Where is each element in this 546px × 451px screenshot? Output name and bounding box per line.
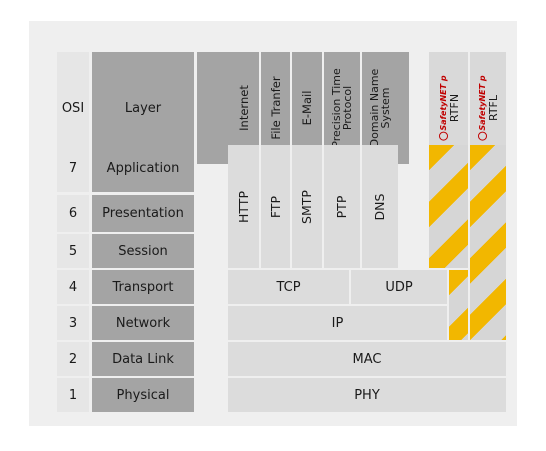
layer-name: Application <box>106 161 180 176</box>
mac-cell: MAC <box>228 342 506 376</box>
ip-label: IP <box>331 315 344 331</box>
osi-num-5: 5 <box>57 234 89 268</box>
ptp-cell: PTP <box>324 145 360 268</box>
smtp-label: SMTP <box>299 189 314 224</box>
osi-num-3: 3 <box>57 306 89 340</box>
phy-cell: PHY <box>228 378 506 412</box>
layer-application: Application <box>92 145 194 192</box>
osi-num-4: 4 <box>57 270 89 304</box>
layer-physical: Physical <box>92 378 194 412</box>
osi-number: 4 <box>68 279 78 295</box>
internet-header-label: Internet <box>236 85 251 131</box>
udp-label: UDP <box>385 279 413 295</box>
osi-number: 6 <box>68 206 78 221</box>
tcp-cell: TCP <box>228 270 349 304</box>
layer-name: Data Link <box>112 351 174 367</box>
dns-label: DNS <box>372 193 387 220</box>
rtfl-stripe-column <box>470 145 506 340</box>
email-header-label: E-Mail <box>300 90 314 126</box>
ftp-cell: FTP <box>261 145 290 268</box>
osi-number: 2 <box>68 351 78 367</box>
osi-num-1: 1 <box>57 378 89 412</box>
layer-session: Session <box>92 234 194 268</box>
layer-name: Session <box>118 243 168 259</box>
layer-name: Presentation <box>102 206 184 221</box>
osi-num-6: 6 <box>57 195 89 232</box>
osi-number: 5 <box>68 243 78 259</box>
mac-label: MAC <box>352 351 382 367</box>
layer-network: Network <box>92 306 194 340</box>
ptp-label: PTP <box>334 195 349 218</box>
osi-num-7: 7 <box>57 145 89 192</box>
rtfn-stripe-lower <box>449 270 468 340</box>
dns-cell: DNS <box>362 145 398 268</box>
ptp-header-label: Precision Time Protocol <box>330 68 354 148</box>
layer-name: Transport <box>112 279 174 295</box>
layer-transport: Transport <box>92 270 194 304</box>
http-label: HTTP <box>235 190 251 223</box>
tcp-label: TCP <box>276 279 301 295</box>
udp-cell: UDP <box>351 270 447 304</box>
rtfl-header-label: SafetyNET p RTFL <box>477 75 500 141</box>
rtfn-label: RTFN <box>447 93 461 123</box>
rtfn-stripe-column <box>429 145 468 268</box>
http-cell: HTTP <box>228 145 259 268</box>
phy-label: PHY <box>354 387 380 403</box>
ptp-header-line2: Protocol <box>341 85 354 131</box>
layer-name: Physical <box>116 387 170 403</box>
ftp-label: FTP <box>267 195 283 218</box>
rtfn-header-label: SafetyNET p RTFN <box>438 75 461 141</box>
dns-header-label: Domain Name System <box>368 69 392 148</box>
ip-cell: IP <box>228 306 447 340</box>
dns-header-line2: System <box>379 87 392 129</box>
layer-data-link: Data Link <box>92 342 194 376</box>
rtfl-label: RTFL <box>487 94 500 122</box>
layer-header-label: Layer <box>124 100 162 116</box>
osi-model-panel: OSI Layer Internet File Tranfer E-Mail P… <box>29 21 517 426</box>
osi-header-label: OSI <box>61 100 85 116</box>
smtp-cell: SMTP <box>292 145 322 268</box>
osi-number: 3 <box>68 315 78 331</box>
osi-number: 1 <box>68 387 78 403</box>
layer-name: Network <box>115 315 171 331</box>
layer-presentation: Presentation <box>92 195 194 232</box>
osi-num-2: 2 <box>57 342 89 376</box>
safetynet-logo-icon: SafetyNET p <box>438 75 449 141</box>
osi-number: 7 <box>68 161 78 176</box>
file-transfer-header-label: File Tranfer <box>268 76 283 140</box>
